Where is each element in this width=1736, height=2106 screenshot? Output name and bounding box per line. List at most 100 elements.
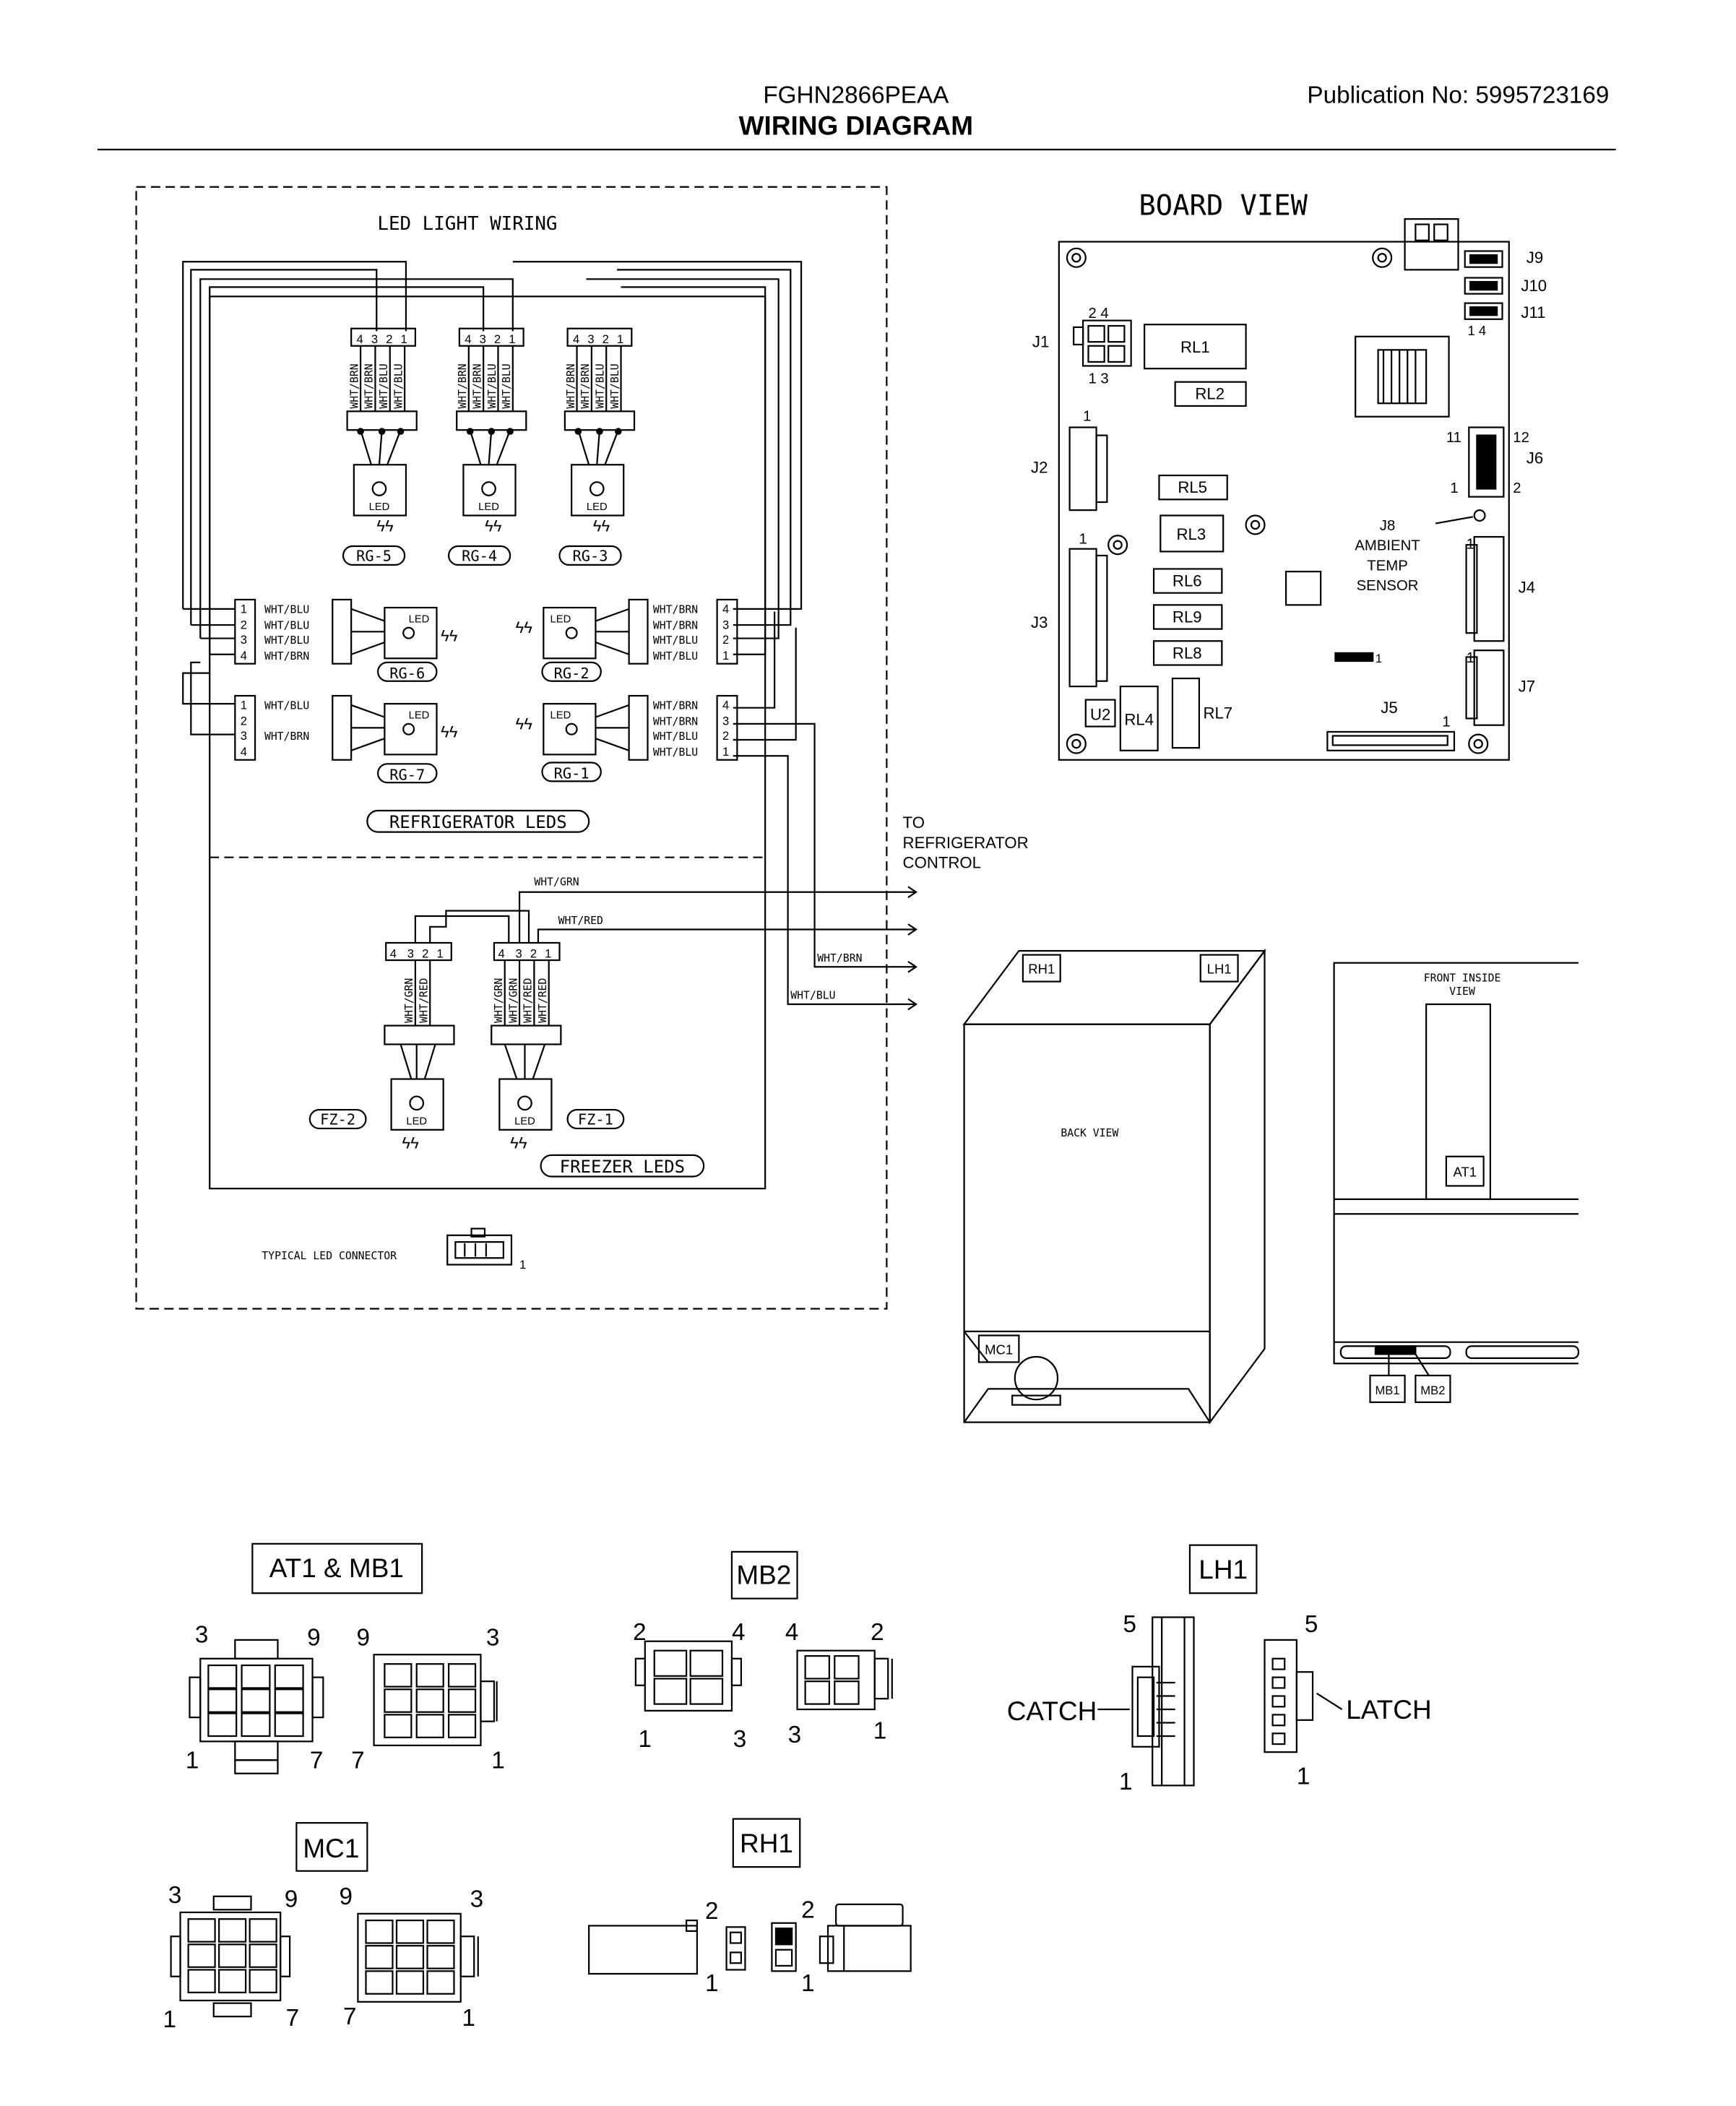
front-view-label: FRONT INSIDE — [1424, 972, 1501, 985]
pin-label: 1 — [1442, 715, 1450, 730]
heater-element-icon — [588, 1925, 699, 1975]
pin-label: 3 — [722, 618, 729, 632]
pin-label: 3 — [241, 729, 247, 743]
pin-label: 3 — [168, 1882, 182, 1909]
j2-label: J2 — [1031, 458, 1048, 476]
wire-label: WHT/BRN — [817, 952, 862, 964]
led-group-label: RG-5 — [356, 547, 392, 564]
led-group-label: RG-4 — [462, 547, 497, 564]
light-emission-icon: ϟϟ — [593, 517, 610, 535]
refrigerator-leds-label: REFRIGERATOR LEDS — [389, 812, 567, 832]
rl9-label: RL9 — [1173, 608, 1202, 626]
wire-label: WHT/BLU — [653, 746, 698, 759]
mc1-location-label: MC1 — [985, 1342, 1013, 1357]
at1-location-label: AT1 — [1454, 1164, 1477, 1179]
led-group-label: FZ-1 — [578, 1110, 613, 1128]
pin-label: 2 — [530, 946, 537, 960]
wire-label: WHT/BLU — [486, 363, 498, 408]
left-led-connectors: 1 2 3 4 WHT/BLU WHT/BLU WHT/BLU WHT/BRN … — [234, 598, 458, 783]
pin-label: 1 — [705, 1970, 719, 1997]
pin-label: 1 — [545, 946, 551, 960]
u2-label: U2 — [1090, 705, 1110, 723]
wire-label: WHT/BLU — [653, 730, 698, 743]
wire-label: WHT/RED — [522, 978, 535, 1023]
freezer-led-wiring: WHT/GRN WHT/RED WHT/BRN WHT/BLU 4 3 2 1 … — [308, 876, 918, 1178]
j8-label: J8 — [1380, 518, 1395, 534]
page-title: WIRING DIAGRAM — [739, 111, 973, 141]
wire-label: WHT/RED — [558, 915, 603, 927]
pin-label: 5 — [1123, 1611, 1137, 1638]
wire-label: WHT/BLU — [790, 990, 835, 1002]
pin-label: 3 — [486, 1624, 500, 1651]
wire-label: WHT/BLU — [392, 363, 405, 408]
mb1-location-label: MB1 — [1375, 1384, 1399, 1397]
pin-label: 1 — [722, 649, 729, 663]
pin-label: 3 — [722, 715, 729, 728]
pin-label: 9 — [357, 1624, 371, 1651]
wire-label: WHT/GRN — [493, 978, 505, 1023]
j5-label: J5 — [1381, 699, 1397, 717]
wire-label: WHT/BLU — [378, 363, 390, 408]
wire-label: WHT/BRN — [653, 700, 698, 712]
pin-label: 2 — [722, 633, 729, 647]
light-emission-icon: ϟϟ — [485, 517, 502, 535]
pin-label: 1 4 — [1467, 323, 1486, 338]
pin-label: 1 — [1079, 531, 1087, 547]
light-emission-icon: ϟϟ — [376, 517, 394, 535]
pin-label: 1 — [873, 1718, 887, 1745]
rl6-label: RL6 — [1173, 571, 1202, 590]
j9-label: J9 — [1526, 249, 1543, 267]
wire-label: WHT/BRN — [471, 363, 483, 408]
to-control-label: REFRIGERATOR — [903, 834, 1029, 852]
typical-connector-label: TYPICAL LED CONNECTOR — [262, 1250, 397, 1262]
pin-label: 2 — [386, 332, 392, 346]
pin-label: 9 — [307, 1624, 321, 1651]
pin-label: 2 — [801, 1896, 815, 1923]
pin-label: 3 — [516, 946, 522, 960]
light-emission-icon: ϟϟ — [516, 715, 533, 733]
pin-label: 2 — [422, 946, 428, 960]
pin-label: 4 — [785, 1619, 799, 1646]
pin-label: 3 — [470, 1886, 484, 1913]
pin-label: 4 — [390, 946, 397, 960]
latch-label: LATCH — [1346, 1695, 1431, 1725]
pin-label: 1 — [617, 332, 623, 346]
led-group-label: RG-3 — [573, 547, 608, 564]
wire-label: WHT/BLU — [264, 634, 309, 647]
pin-label: 1 — [241, 699, 247, 712]
wire-label: WHT/GRN — [507, 978, 519, 1023]
connector-rh1: RH1 2 1 2 1 — [588, 1818, 912, 1997]
pin-label: 1 — [186, 1747, 199, 1774]
right-led-connectors: 4 3 2 1 WHT/BRN WHT/BRN WHT/BLU WHT/BLU … — [516, 598, 738, 782]
pin-label: 1 — [241, 602, 247, 616]
j7-label: J7 — [1519, 677, 1535, 695]
pin-label: 1 — [1450, 480, 1458, 496]
wire-label: WHT/GRN — [534, 876, 579, 889]
led-group-label: RG-1 — [554, 765, 590, 782]
wire-label: WHT/BRN — [348, 363, 360, 408]
rl5-label: RL5 — [1178, 478, 1207, 496]
light-emission-icon: ϟϟ — [441, 626, 458, 644]
pin-label: 2 — [241, 715, 247, 728]
connector-title: MC1 — [303, 1834, 359, 1863]
back-view-label: BACK VIEW — [1061, 1127, 1118, 1139]
connector-at1-mb1: AT1 & MB1 3 9 1 7 9 3 7 1 — [186, 1542, 505, 1774]
connector-title: AT1 & MB1 — [269, 1553, 404, 1583]
wire-label: WHT/BRN — [579, 363, 592, 408]
led-group-label: FZ-2 — [320, 1110, 355, 1128]
rl7-label: RL7 — [1203, 704, 1232, 722]
pin-label: 2 — [494, 332, 501, 346]
wire-label: WHT/BRN — [264, 650, 309, 663]
pin-label: 7 — [351, 1747, 365, 1774]
led-label: LED — [369, 501, 390, 513]
pin-label: 3 — [371, 332, 378, 346]
led-label: LED — [550, 709, 571, 721]
wire-label: WHT/RED — [537, 978, 549, 1023]
wire-label: WHT/BRN — [457, 363, 469, 408]
pin-label: 4 — [498, 946, 504, 960]
rl3-label: RL3 — [1176, 525, 1206, 543]
pin-label: 9 — [340, 1883, 353, 1910]
led-label: LED — [514, 1115, 535, 1127]
led-light-wiring-panel: LED LIGHT WIRING 4 3 2 — [135, 186, 1029, 1310]
